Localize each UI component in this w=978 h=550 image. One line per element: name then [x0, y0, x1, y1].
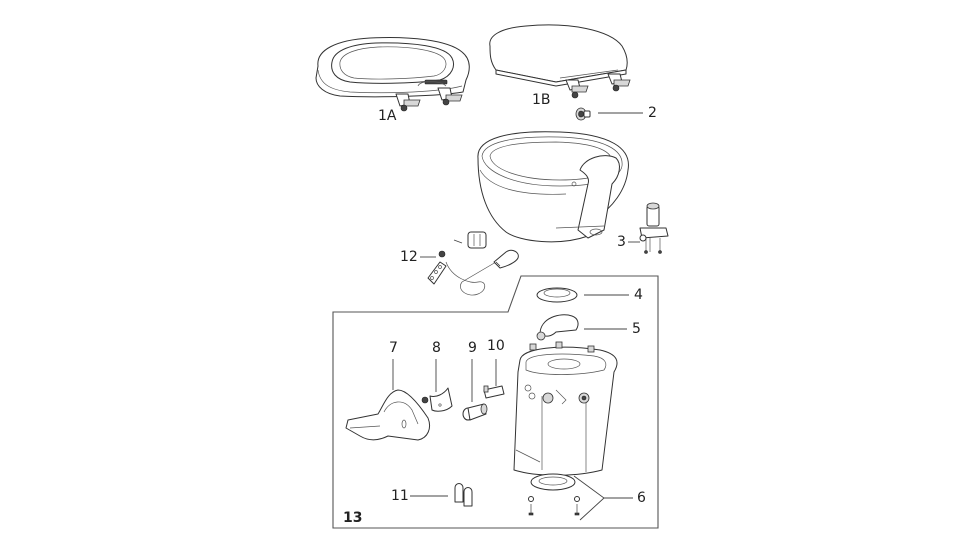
bracket-8-drawing: [421, 359, 453, 412]
callout-11: 11: [391, 488, 409, 504]
callout-7: 7: [389, 340, 398, 356]
bowl-drawing: [477, 131, 629, 243]
callout-9: 9: [468, 340, 477, 356]
callout-12: 12: [400, 249, 418, 265]
group-13-frame: [332, 275, 659, 529]
callout-13: 13: [343, 510, 363, 526]
valve-3-drawing: [628, 202, 669, 254]
seat-1b-drawing: [489, 24, 631, 99]
seal-4-drawing: [536, 287, 629, 303]
fitting-9-drawing: [462, 359, 488, 421]
callout-8: 8: [432, 340, 441, 356]
callout-6: 6: [637, 490, 646, 506]
seat-1a-drawing: [315, 37, 470, 112]
floor-seal-6-drawing: [528, 473, 633, 521]
callout-3: 3: [617, 234, 626, 250]
caps-11-drawing: [410, 483, 473, 507]
sprayer-12-drawing: [420, 231, 519, 296]
callout-4: 4: [634, 287, 643, 303]
callout-10: 10: [487, 338, 505, 354]
base-body-drawing: [513, 341, 618, 476]
callout-1a: 1A: [378, 108, 397, 124]
pin-10-drawing: [483, 359, 505, 399]
bushing-2-drawing: [575, 107, 643, 121]
pedal-7-drawing: [345, 359, 431, 441]
callout-2: 2: [648, 105, 657, 121]
callout-5: 5: [632, 321, 641, 337]
flush-ball-5-drawing: [536, 314, 627, 341]
callout-1b: 1B: [532, 92, 551, 108]
